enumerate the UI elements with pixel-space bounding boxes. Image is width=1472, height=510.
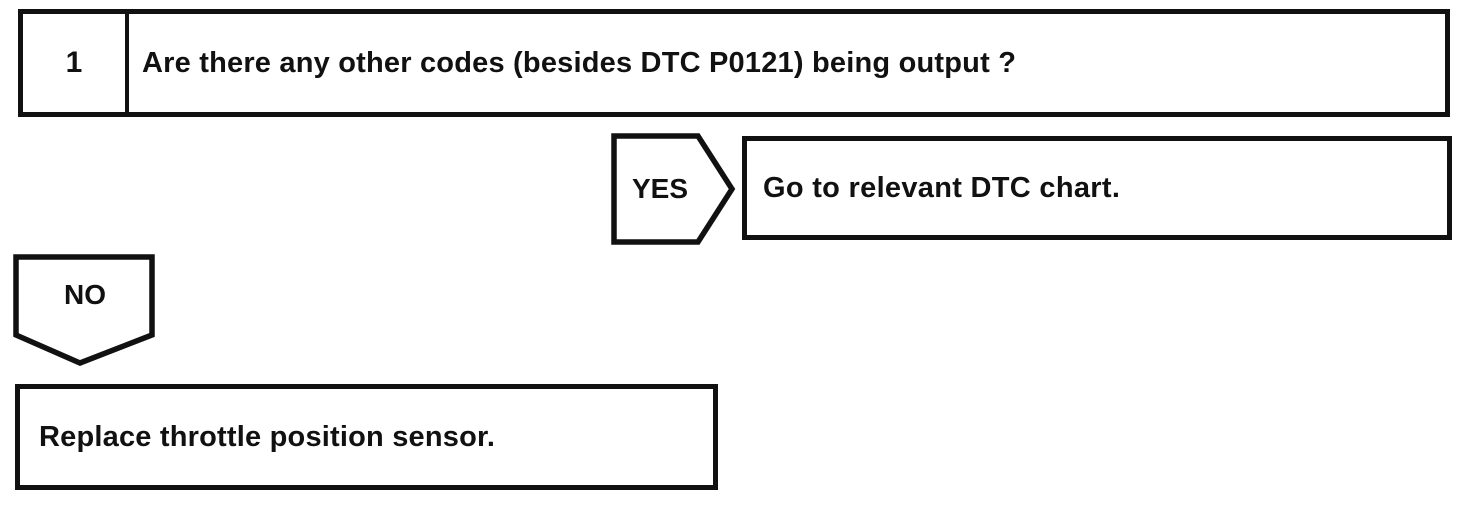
yes-label: YES bbox=[631, 173, 689, 204]
no-pentagon-shape bbox=[13, 254, 155, 366]
yes-action-box: Go to relevant DTC chart. bbox=[742, 136, 1452, 240]
step-box: 1 Are there any other codes (besides DTC… bbox=[18, 9, 1450, 117]
no-connector-icon bbox=[13, 254, 155, 366]
step-question: Are there any other codes (besides DTC P… bbox=[142, 46, 1017, 79]
step-number: 1 bbox=[23, 14, 129, 112]
no-action-box: Replace throttle position sensor. bbox=[15, 384, 718, 490]
no-label: NO bbox=[64, 279, 106, 310]
yes-pentagon-shape bbox=[611, 133, 736, 245]
no-action-text: Replace throttle position sensor. bbox=[39, 420, 496, 453]
yes-action-text: Go to relevant DTC chart. bbox=[763, 171, 1121, 204]
yes-connector-icon bbox=[611, 133, 736, 245]
